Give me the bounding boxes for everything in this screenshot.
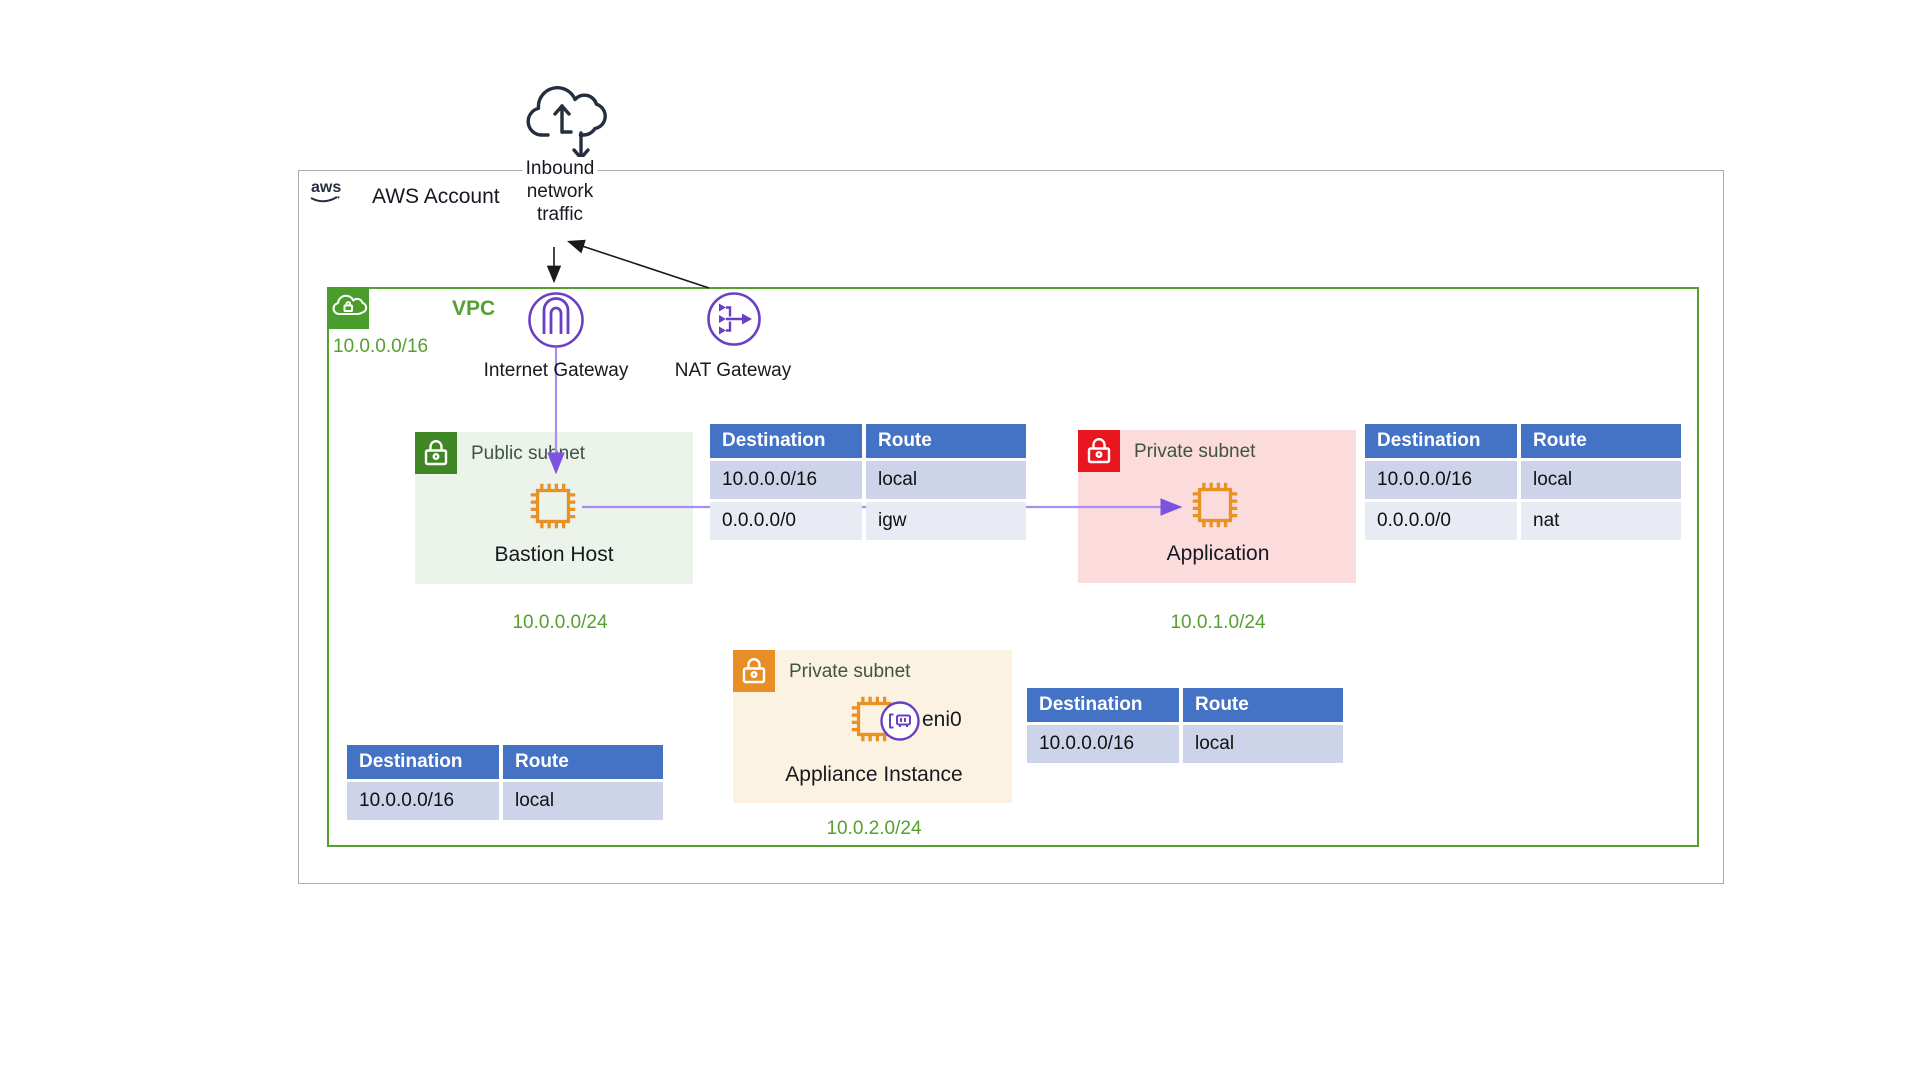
appliance-subnet-label: Private subnet: [789, 661, 911, 682]
table-row: 0.0.0.0/0 igw: [710, 502, 1026, 540]
table-row: 0.0.0.0/0 nat: [1365, 502, 1681, 540]
appliance-subnet-lock-icon: [733, 650, 775, 692]
private-subnet-lock-icon: [1078, 430, 1120, 472]
column-header-route: Route: [866, 424, 1026, 458]
nat-gateway-icon: [707, 292, 761, 346]
inbound-traffic-label: Inbound network traffic: [522, 157, 598, 226]
table-row: 10.0.0.0/16 local: [1027, 725, 1343, 763]
private-subnet-label: Private subnet: [1134, 441, 1256, 462]
route-table-appliance: Destination Route 10.0.0.0/16 local: [1027, 688, 1343, 766]
route-table-public: Destination Route 10.0.0.0/16 local 0.0.…: [710, 424, 1026, 543]
vpc-cidr: 10.0.0.0/16: [333, 336, 429, 357]
application-instance-icon: [1186, 476, 1244, 534]
public-subnet-cidr: 10.0.0.0/24: [512, 612, 608, 633]
column-header-route: Route: [503, 745, 663, 779]
appliance-instance-label: Appliance Instance: [785, 763, 963, 786]
column-header-destination: Destination: [347, 745, 499, 779]
column-header-destination: Destination: [1365, 424, 1517, 458]
table-row: 10.0.0.0/16 local: [347, 782, 663, 820]
bastion-host-icon: [524, 477, 582, 535]
vpc-title: VPC: [452, 297, 496, 320]
aws-account-boundary: [298, 170, 1724, 884]
column-header-route: Route: [1521, 424, 1681, 458]
account-title: AWS Account: [372, 185, 500, 208]
route-table-private-app: Destination Route 10.0.0.0/16 local 0.0.…: [1365, 424, 1681, 543]
private-subnet-appliance: Private subnet: [733, 650, 1012, 803]
eni-label: eni0: [922, 708, 962, 731]
vpc-boundary: [327, 287, 1699, 847]
eni-icon: [880, 701, 920, 741]
route-table-vpc-local: Destination Route 10.0.0.0/16 local: [347, 745, 663, 823]
column-header-destination: Destination: [710, 424, 862, 458]
bastion-host-label: Bastion Host: [494, 543, 614, 566]
internet-gateway-icon: [528, 292, 584, 348]
aws-logo-icon: aws: [305, 176, 349, 210]
private-app-subnet-cidr: 10.0.1.0/24: [1170, 612, 1266, 633]
application-label: Application: [1166, 542, 1270, 565]
table-row: 10.0.0.0/16 local: [710, 461, 1026, 499]
public-subnet-lock-icon: [415, 432, 457, 474]
private-subnet-application: Private subnet Application: [1078, 430, 1356, 583]
internet-traffic-icon: [514, 70, 626, 164]
public-subnet: Public subnet Bastion Host: [415, 432, 693, 584]
nat-gateway-label: NAT Gateway: [674, 360, 792, 381]
column-header-route: Route: [1183, 688, 1343, 722]
appliance-subnet-cidr: 10.0.2.0/24: [826, 818, 922, 839]
table-row: 10.0.0.0/16 local: [1365, 461, 1681, 499]
public-subnet-label: Public subnet: [471, 443, 586, 464]
column-header-destination: Destination: [1027, 688, 1179, 722]
vpc-icon: [327, 287, 369, 329]
aws-logo-text: aws: [311, 179, 341, 196]
internet-gateway-label: Internet Gateway: [483, 360, 629, 381]
